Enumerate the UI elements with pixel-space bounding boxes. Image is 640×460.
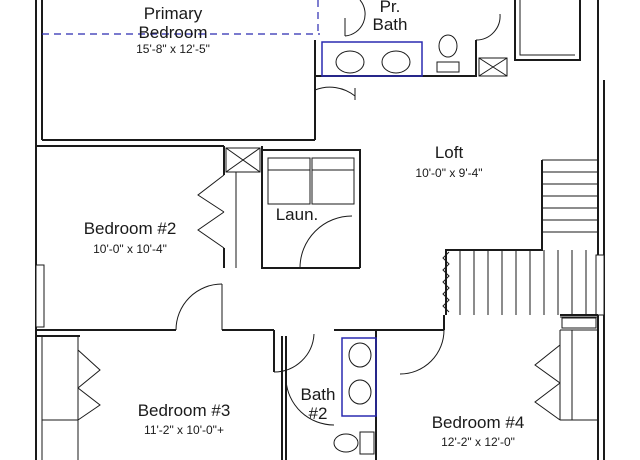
primary-bath-name-1: Pr. bbox=[380, 0, 401, 16]
vanity-bath2 bbox=[341, 337, 377, 417]
bedroom3-name: Bedroom #3 bbox=[138, 401, 231, 420]
laundry bbox=[262, 149, 361, 269]
toilet-tank-icon bbox=[436, 61, 460, 73]
primary-bath-name-2: Bath bbox=[373, 15, 408, 34]
bedroom-4 bbox=[376, 314, 599, 421]
toilet-icon bbox=[438, 34, 458, 58]
closet-hvac bbox=[225, 147, 261, 173]
bedroom-2 bbox=[36, 145, 300, 331]
sink-icon bbox=[348, 342, 372, 368]
loft-name: Loft bbox=[435, 143, 464, 162]
double-vanity bbox=[321, 41, 423, 77]
primary-bedroom-name-2: Bedroom bbox=[139, 23, 208, 42]
exterior-walls bbox=[35, 0, 605, 460]
bedroom3-dims: 11'-2" x 10'-0"+ bbox=[144, 423, 224, 437]
primary-bedroom-dims: 15'-8" x 12'-5" bbox=[136, 42, 210, 56]
loft-dims: 10'-0" x 9'-4" bbox=[415, 166, 482, 180]
primary-bedroom bbox=[42, 0, 356, 141]
closet-shelf bbox=[561, 317, 597, 329]
bath2-name-2: #2 bbox=[309, 404, 328, 423]
primary-bedroom-name-1: Primary bbox=[144, 4, 203, 23]
bedroom2-dims: 10'-0" x 10'-4" bbox=[93, 242, 167, 256]
dryer bbox=[311, 157, 355, 205]
linen-closet bbox=[478, 57, 508, 77]
sink-icon bbox=[335, 50, 365, 74]
toilet-tank-icon bbox=[359, 431, 375, 455]
stairs bbox=[442, 159, 598, 315]
toilet-icon bbox=[333, 433, 359, 453]
bath2-name-1: Bath bbox=[301, 385, 336, 404]
primary-bath bbox=[314, 0, 581, 77]
sink-icon bbox=[381, 50, 411, 74]
bedroom4-name: Bedroom #4 bbox=[432, 413, 525, 432]
bedroom4-dims: 12'-2" x 12'-0" bbox=[441, 435, 515, 449]
washer bbox=[267, 157, 311, 205]
laundry-name: Laun. bbox=[276, 205, 319, 224]
window-left bbox=[35, 264, 45, 328]
sink-icon bbox=[348, 379, 372, 405]
bedroom-3 bbox=[36, 330, 315, 460]
window-right bbox=[595, 254, 605, 316]
bedroom2-name: Bedroom #2 bbox=[84, 219, 177, 238]
